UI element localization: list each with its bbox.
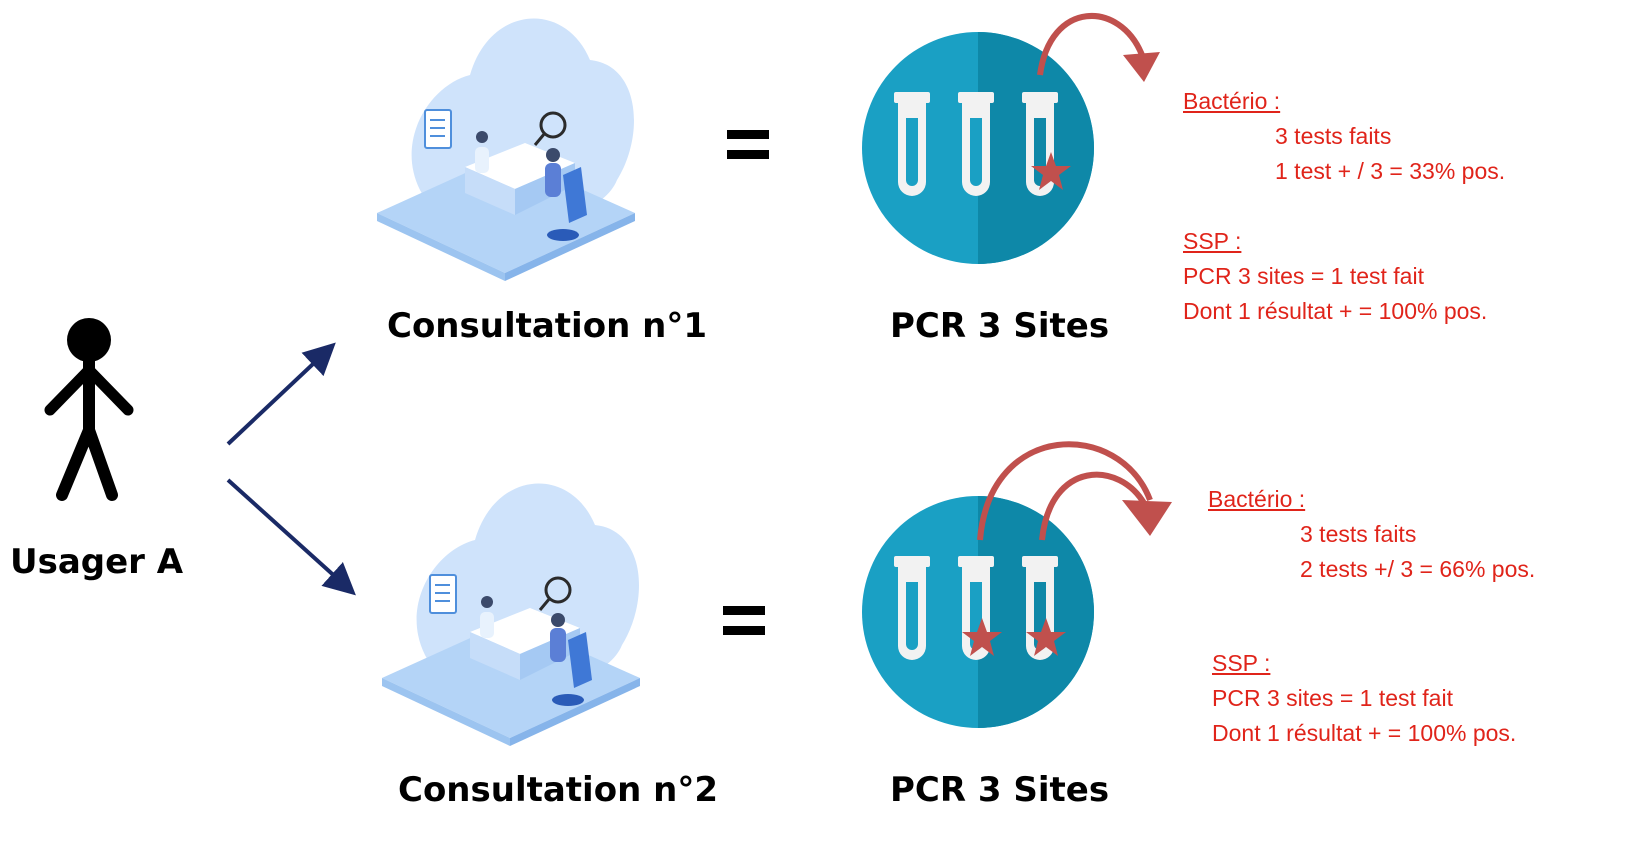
bacterio-line: 3 tests faits bbox=[1275, 123, 1392, 149]
result-curve-arrowhead bbox=[1122, 500, 1172, 536]
pcr-label: PCR 3 Sites bbox=[890, 770, 1110, 810]
ssp-line: PCR 3 sites = 1 test fait bbox=[1183, 263, 1424, 289]
person-label: Usager A bbox=[10, 542, 184, 582]
ssp-line: Dont 1 résultat + = 100% pos. bbox=[1212, 720, 1517, 746]
positive-star-icon bbox=[1026, 618, 1066, 656]
arrow-to-consultation-1 bbox=[226, 342, 336, 446]
result-curve-arrow bbox=[977, 441, 1153, 541]
arrow-to-consultation-2 bbox=[226, 478, 356, 596]
consultation-label: Consultation n°1 bbox=[387, 306, 707, 346]
ssp-heading: SSP : bbox=[1212, 650, 1271, 676]
bacterio-note: Bactério : 3 tests faits 2 tests +/ 3 = … bbox=[1208, 482, 1535, 587]
bacterio-line: 2 tests +/ 3 = 66% pos. bbox=[1300, 556, 1536, 582]
equals-sign bbox=[723, 606, 765, 635]
bacterio-note: Bactério : 3 tests faits 1 test + / 3 = … bbox=[1183, 84, 1505, 189]
positive-star-icon bbox=[1031, 152, 1071, 190]
positive-star-icon bbox=[962, 618, 1002, 656]
result-curve-arrowhead bbox=[1123, 52, 1160, 82]
pcr-label: PCR 3 Sites bbox=[890, 306, 1110, 346]
consultation-illustration bbox=[382, 483, 640, 746]
equals-sign bbox=[727, 130, 769, 159]
pcr-tubes-icon bbox=[862, 496, 1094, 728]
bacterio-heading: Bactério : bbox=[1183, 88, 1281, 114]
ssp-heading: SSP : bbox=[1183, 228, 1242, 254]
ssp-line: Dont 1 résultat + = 100% pos. bbox=[1183, 298, 1488, 324]
result-curve-arrow bbox=[1039, 471, 1148, 541]
bacterio-heading: Bactério : bbox=[1208, 486, 1306, 512]
bacterio-line: 1 test + / 3 = 33% pos. bbox=[1275, 158, 1506, 184]
consultation-label: Consultation n°2 bbox=[398, 770, 718, 810]
pcr-tubes-icon bbox=[862, 32, 1094, 264]
person-icon bbox=[44, 318, 134, 501]
ssp-note: SSP : PCR 3 sites = 1 test fait Dont 1 r… bbox=[1212, 646, 1516, 751]
ssp-line: PCR 3 sites = 1 test fait bbox=[1212, 685, 1453, 711]
bacterio-line: 3 tests faits bbox=[1300, 521, 1417, 547]
consultation-illustration bbox=[377, 18, 635, 281]
ssp-note: SSP : PCR 3 sites = 1 test fait Dont 1 r… bbox=[1183, 224, 1487, 329]
result-curve-arrow bbox=[1037, 12, 1145, 76]
